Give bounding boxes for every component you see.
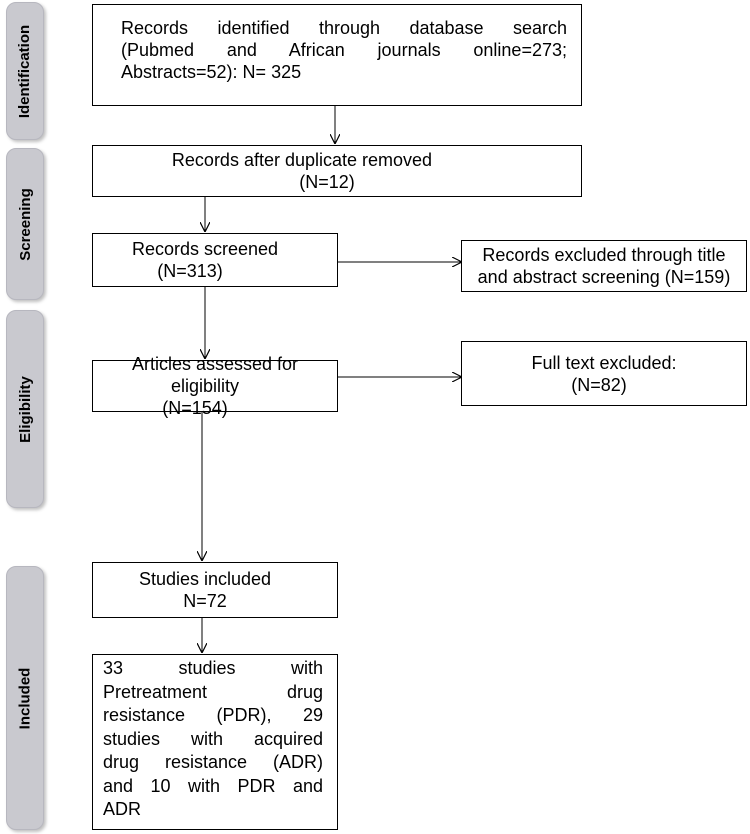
phase-eligibility: Eligibility bbox=[6, 310, 44, 508]
articles-assessed-line3: (N=154) bbox=[162, 398, 228, 418]
fulltext-excluded-line1: Full text excluded: bbox=[531, 352, 677, 373]
breakdown-line3: resistance (PDR), 29 bbox=[103, 705, 323, 725]
phase-identification: Identification bbox=[6, 2, 44, 140]
included-breakdown-box: 33 studies with Pretreatment drug resist… bbox=[92, 654, 338, 830]
duplicates-removed-line2: (N=12) bbox=[299, 172, 355, 192]
studies-included-line2: N=72 bbox=[183, 591, 227, 611]
phase-included: Included bbox=[6, 566, 44, 830]
duplicates-removed-box: Records after duplicate removed (N=12) bbox=[92, 145, 582, 197]
articles-assessed-line2: eligibility bbox=[170, 376, 240, 396]
articles-assessed-line1: Articles assessed for bbox=[131, 354, 299, 374]
breakdown-line5: drug resistance (ADR) bbox=[103, 752, 323, 772]
records-identified-box: Records identified through database sear… bbox=[92, 4, 582, 106]
breakdown-line6: and 10 with PDR and bbox=[103, 775, 323, 796]
phase-screening: Screening bbox=[6, 148, 44, 300]
records-screened-line2: (N=313) bbox=[157, 261, 223, 281]
fulltext-excluded-line2: (N=82) bbox=[571, 374, 627, 395]
studies-included-line1: Studies included bbox=[138, 569, 272, 589]
breakdown-line2: Pretreatment drug bbox=[103, 681, 323, 702]
studies-included-box: Studies included N=72 bbox=[92, 562, 338, 618]
records-identified-line3: Abstracts=52): N= 325 bbox=[121, 62, 302, 82]
records-screened-line1: Records screened bbox=[131, 239, 279, 259]
fulltext-excluded-box: Full text excluded: (N=82) bbox=[461, 341, 747, 406]
duplicates-removed-line1: Records after duplicate removed bbox=[171, 150, 433, 170]
breakdown-line7: ADR bbox=[103, 799, 142, 819]
articles-assessed-box: Articles assessed for eligibility (N=154… bbox=[92, 354, 338, 418]
records-excluded-line2: and abstract screening (N=159) bbox=[477, 267, 731, 287]
records-screened-box: Records screened (N=313) bbox=[92, 233, 338, 287]
records-identified-line2: (Pubmed and African journals online=273; bbox=[121, 40, 567, 60]
breakdown-line4: studies with acquired bbox=[103, 728, 323, 749]
records-identified-line1: Records identified through database sear… bbox=[121, 18, 567, 38]
records-excluded-line1: Records excluded through title bbox=[482, 245, 726, 265]
breakdown-line1: 33 studies with bbox=[103, 658, 323, 678]
records-excluded-box: Records excluded through title and abstr… bbox=[461, 240, 747, 292]
